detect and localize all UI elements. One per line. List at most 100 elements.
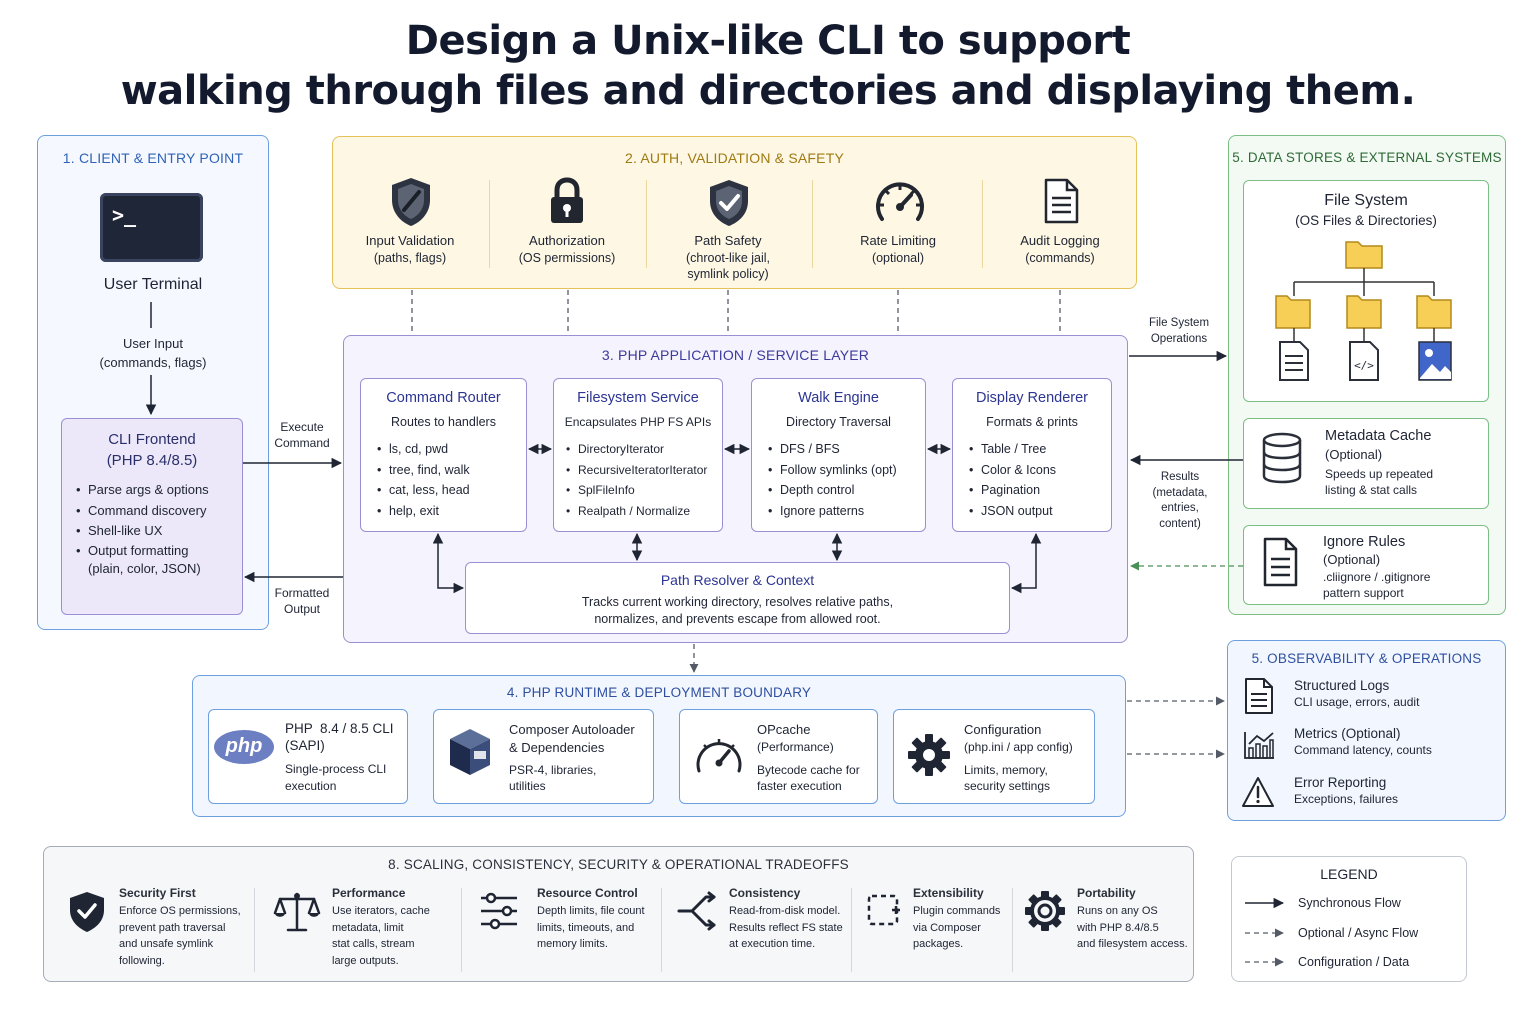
card-subtitle: Encapsulates PHP FS APIs xyxy=(564,415,712,429)
auth-item-desc: (chroot-like jail, symlink policy) xyxy=(685,251,771,281)
scales-icon xyxy=(273,892,321,932)
results-label: Results (metadata, entries, content) xyxy=(1152,471,1208,530)
obs-item-logs: Structured Logs CLI usage, errors, audit xyxy=(1294,678,1499,709)
card-sub: (Performance) xyxy=(757,740,834,754)
package-icon xyxy=(450,729,490,775)
database-icon xyxy=(1262,432,1302,484)
card-item: DirectoryIterator xyxy=(564,439,722,460)
cache-subtitle: (Optional) xyxy=(1325,447,1383,462)
title-line-2: walking through files and directories an… xyxy=(120,68,1416,114)
cli-frontend-card: CLI Frontend (PHP 8.4/8.5) Parse args & … xyxy=(61,418,243,615)
card-item: JSON output xyxy=(967,501,1112,522)
obs-item-errors: Error Reporting Exceptions, failures xyxy=(1294,775,1499,806)
tradeoff-extensibility: Extensibility Plugin commands via Compos… xyxy=(913,886,1011,953)
cli-frontend-features: Parse args & options Command discovery S… xyxy=(74,480,240,578)
ignore-title: Ignore Rules xyxy=(1323,534,1406,550)
image-file-icon xyxy=(1418,341,1452,381)
card-item: SplFileInfo xyxy=(564,480,722,501)
auth-item-desc: (commands) xyxy=(1025,251,1095,265)
card-item: Realpath / Normalize xyxy=(564,501,722,522)
auth-item-rate-limiting: Rate Limiting (optional) xyxy=(822,233,974,266)
card-item: RecursiveIteratorIterator xyxy=(564,460,722,481)
walk-engine-card: Walk Engine Directory Traversal DFS / BF… xyxy=(751,378,926,532)
feature-item: Shell-like UX xyxy=(74,521,240,542)
branch-icon xyxy=(677,891,716,931)
user-input-label: User Input (commands, flags) xyxy=(99,336,207,370)
card-title: PHP 8.4 / 8.5 CLI (SAPI) xyxy=(285,721,394,753)
fs-title: File System xyxy=(1324,192,1408,209)
auth-item-label: Path Safety xyxy=(694,233,762,248)
tradeoff-divider xyxy=(1012,888,1013,972)
tradeoff-desc: Depth limits, file count limits, timeout… xyxy=(537,905,645,950)
directory-tree-icon: </> xyxy=(1275,241,1452,381)
card-desc: Bytecode cache for faster execution xyxy=(757,763,860,793)
document-icon xyxy=(1245,678,1273,714)
auth-divider xyxy=(982,180,983,268)
client-panel-title: 1. CLIENT & ENTRY POINT xyxy=(62,150,244,166)
gear-icon xyxy=(1025,891,1065,931)
fs-operations-label: File System Operations xyxy=(1148,317,1210,345)
obs-item-metrics: Metrics (Optional) Command latency, coun… xyxy=(1294,726,1499,757)
card-item: Depth control xyxy=(766,480,926,501)
shield-check-icon xyxy=(70,892,104,932)
data-stores-title: 5. DATA STORES & EXTERNAL SYSTEMS xyxy=(1232,150,1502,165)
card-desc: PSR-4, libraries, utilities xyxy=(509,763,597,793)
ignore-rules-card: Ignore Rules (Optional) .cliignore / .gi… xyxy=(1243,525,1489,605)
card-item: Follow symlinks (opt) xyxy=(766,460,926,481)
card-items: DFS / BFS Follow symlinks (opt) Depth co… xyxy=(766,439,926,521)
tradeoff-title: Extensibility xyxy=(913,886,984,900)
card-item: tree, find, walk xyxy=(375,460,525,481)
php-logo: php xyxy=(214,730,274,764)
card-item: Color & Icons xyxy=(967,460,1112,481)
auth-item-input-validation: Input Validation (paths, flags) xyxy=(335,233,485,266)
auth-item-label: Rate Limiting xyxy=(860,233,936,248)
filesystem-service-card: Filesystem Service Encapsulates PHP FS A… xyxy=(553,378,723,532)
card-item: DFS / BFS xyxy=(766,439,926,460)
tradeoff-title: Security First xyxy=(119,886,196,900)
feature-item: Output formatting (plain, color, JSON) xyxy=(74,542,240,578)
card-title: Composer Autoloader & Dependencies xyxy=(509,722,635,755)
feature-item: Command discovery xyxy=(74,501,240,522)
tradeoff-title: Portability xyxy=(1077,886,1136,900)
auth-divider xyxy=(646,180,647,268)
tradeoff-desc: Plugin commands via Composer packages. xyxy=(913,905,1001,950)
card-sub: (php.ini / app config) xyxy=(964,740,1073,754)
tradeoff-consistency: Consistency Read-from-disk model. Result… xyxy=(729,886,851,953)
tradeoff-title: Consistency xyxy=(729,886,801,900)
auth-divider xyxy=(812,180,813,268)
resolver-title: Path Resolver & Context xyxy=(660,572,815,588)
card-item: help, exit xyxy=(375,501,525,522)
auth-panel-title: 2. AUTH, VALIDATION & SAFETY xyxy=(624,150,845,166)
warning-icon xyxy=(1242,777,1274,807)
card-title: Walk Engine xyxy=(798,390,879,406)
cache-title: Metadata Cache xyxy=(1325,428,1432,444)
card-title: Configuration xyxy=(964,722,1042,737)
fs-subtitle: (OS Files & Directories) xyxy=(1295,213,1437,228)
legend-item-async: Optional / Async Flow xyxy=(1298,926,1419,940)
tradeoff-portability: Portability Runs on any OS with PHP 8.4/… xyxy=(1077,886,1191,953)
configuration-card: Configuration (php.ini / app config) Lim… xyxy=(893,709,1095,804)
feature-item: Parse args & options xyxy=(74,480,240,501)
card-subtitle: Formats & prints xyxy=(986,415,1078,429)
legend-title: LEGEND xyxy=(1320,866,1378,882)
tradeoff-divider xyxy=(851,888,852,972)
runtime-panel-title: 4. PHP RUNTIME & DEPLOYMENT BOUNDARY xyxy=(506,685,812,700)
card-item: Ignore patterns xyxy=(766,501,926,522)
php-cli-card: php PHP 8.4 / 8.5 CLI (SAPI) Single-proc… xyxy=(208,709,408,804)
auth-item-desc: (paths, flags) xyxy=(373,251,447,265)
ignore-subtitle: (Optional) xyxy=(1323,552,1381,567)
card-item: Table / Tree xyxy=(967,439,1112,460)
auth-item-label: Input Validation xyxy=(365,233,455,248)
shield-icon xyxy=(392,178,430,226)
svg-text:</>: </> xyxy=(1354,359,1374,372)
tradeoffs-title: 8. SCALING, CONSISTENCY, SECURITY & OPER… xyxy=(388,857,849,872)
obs-item-desc: CLI usage, errors, audit xyxy=(1294,695,1420,709)
auth-item-desc: (OS permissions) xyxy=(518,251,616,265)
command-router-card: Command Router Routes to handlers ls, cd… xyxy=(360,378,527,532)
tradeoff-resource-control: Resource Control Depth limits, file coun… xyxy=(537,886,661,953)
terminal-label: User Terminal xyxy=(103,276,203,293)
path-resolver-card: Path Resolver & Context Tracks current w… xyxy=(465,562,1010,634)
card-item: ls, cd, pwd xyxy=(375,439,525,460)
tradeoff-performance: Performance Use iterators, cache metadat… xyxy=(332,886,460,969)
